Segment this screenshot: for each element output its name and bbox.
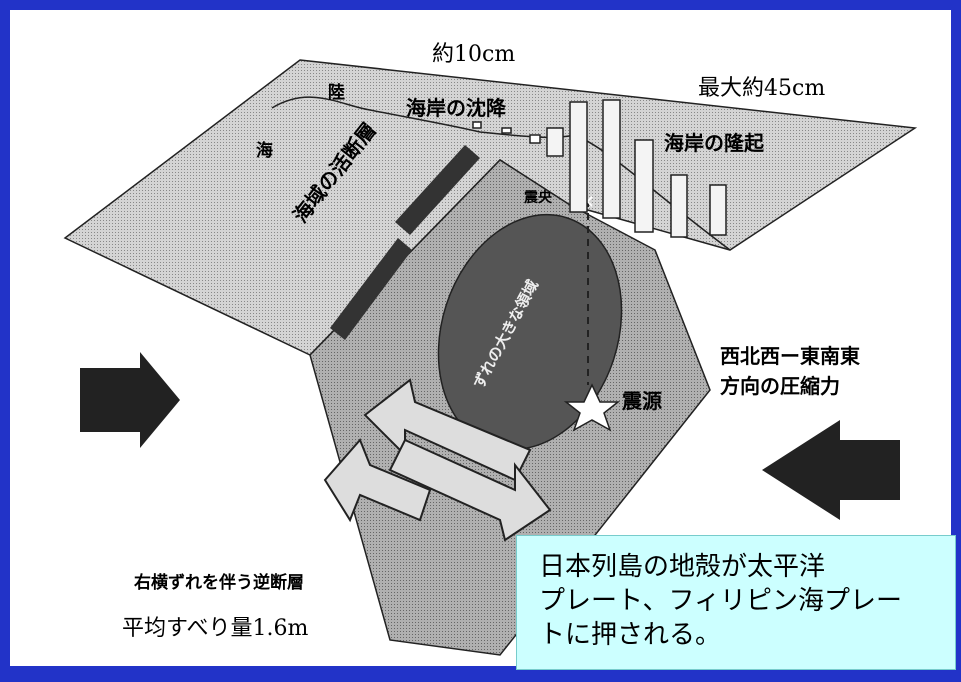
label-10cm: 約10cm [432, 42, 516, 67]
slip-arrow-lower [388, 438, 552, 542]
fault-diagram: ✕ [63, 59, 918, 656]
label-compression-2: 方向の圧縮力 [720, 374, 840, 398]
callout-line-1: 日本列島の地殻が太平洋 [539, 552, 826, 582]
uplift-column [709, 184, 727, 236]
uplift-column [634, 139, 654, 233]
uplift-column [670, 174, 688, 238]
subsidence-marker [472, 121, 482, 129]
offshore-fault-band-2 [330, 238, 412, 340]
hypocenter-star [563, 383, 621, 432]
label-coast-subsidence: 海岸の沈降 [406, 96, 506, 120]
label-compression-1: 西北西ー東南東 [720, 344, 860, 368]
uplift-column [569, 101, 588, 213]
callout-line-2: プレート、フィリピン海プレー [539, 586, 902, 616]
label-45cm: 最大約45cm [698, 76, 826, 101]
uplift-columns [546, 99, 727, 238]
label-hypocenter: 震源 [622, 389, 662, 413]
compression-arrow-right [762, 420, 900, 520]
slide-frame: ✕ 約10cm 最大約45cm 陸 海 海岸の沈降 海岸の隆起 震央 海域の活断… [10, 10, 951, 666]
uplift-column [546, 127, 564, 157]
slip-arrow-left [323, 438, 432, 523]
callout-line-3: トに押される。 [539, 620, 722, 650]
label-land: 陸 [328, 83, 345, 103]
offshore-fault-band [395, 145, 480, 235]
subsidence-markers [472, 121, 541, 144]
coastline [271, 96, 731, 251]
subsidence-marker [501, 127, 512, 134]
callout-box: 日本列島の地殻が太平洋 プレート、フィリピン海プレー トに押される。 [516, 535, 956, 670]
subsidence-marker [529, 134, 541, 144]
label-average-slip: 平均すべり量1.6m [122, 616, 309, 641]
label-fault-type: 右横ずれを伴う逆断層 [134, 573, 304, 593]
compression-arrow-left [80, 352, 180, 448]
label-epicenter: 震央 [524, 190, 552, 206]
label-sea: 海 [256, 141, 273, 161]
label-coast-uplift: 海岸の隆起 [664, 131, 764, 155]
uplift-column [602, 99, 621, 219]
